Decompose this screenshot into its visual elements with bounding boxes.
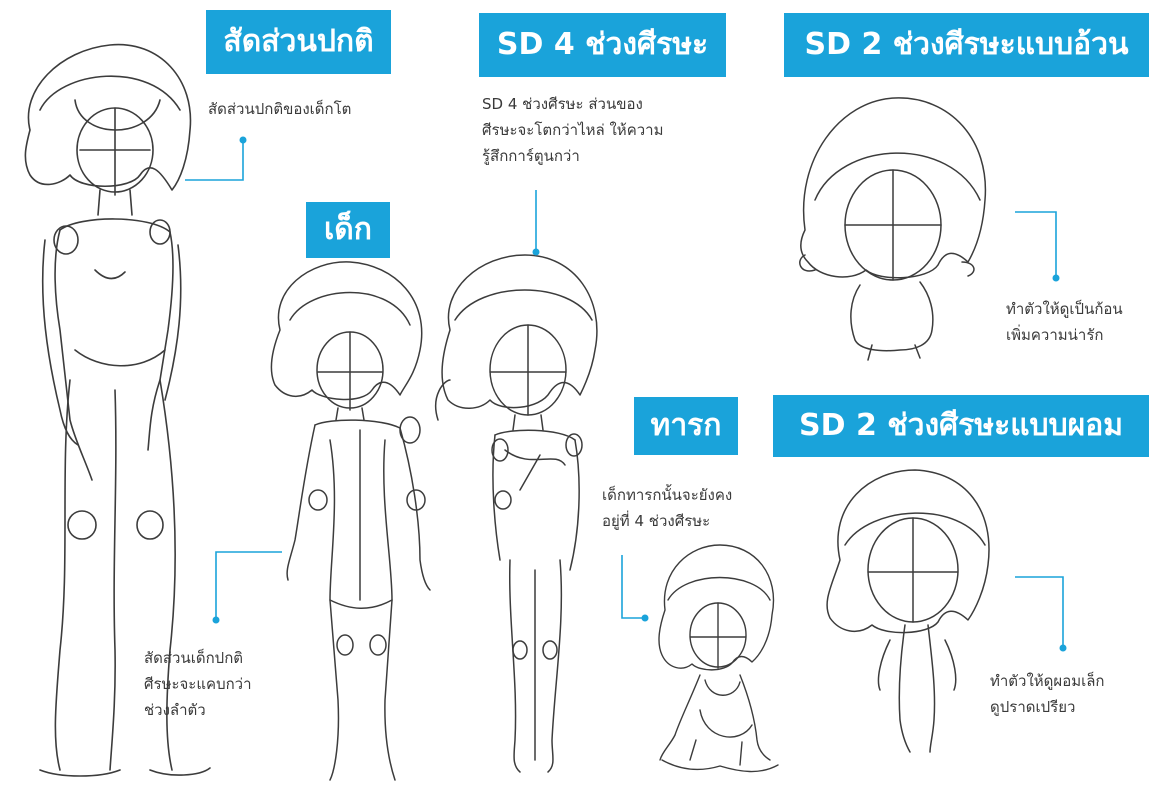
figure-sd2-fat [799, 97, 987, 361]
banner-child: เด็ก [306, 202, 390, 258]
note-child: สัดส่วนเด็กปกติ ศีรษะจะแคบกว่า ช่วงลำตัว [144, 649, 252, 719]
callout-normal [185, 136, 247, 181]
note-baby: เด็กทารกนั้นจะยังคง อยู่ที่ 4 ช่วงศีรษะ [602, 486, 733, 530]
figure-sd4 [435, 254, 598, 773]
banner-sd4: SD 4 ช่วงศีรษะ [479, 13, 726, 77]
banner-baby: ทารก [634, 397, 738, 455]
note-normal-proportion: สัดส่วนปกติของเด็กโต [208, 100, 352, 118]
callout-baby [621, 555, 649, 622]
note-sd2-fat: ทำตัวให้ดูเป็นก้อน เพิ่มความน่ารัก [1006, 300, 1123, 344]
callout-child [212, 551, 282, 624]
figure-baby [658, 544, 779, 773]
figure-sd2-slim [826, 469, 990, 753]
callout-sd2-fat [1015, 211, 1060, 282]
callout-sd4 [532, 190, 540, 256]
note-sd2-slim: ทำตัวให้ดูผอมเล็ก ดูปราดเปรียว [990, 672, 1105, 716]
banner-sd2-slim: SD 2 ช่วงศีรษะแบบผอม [773, 395, 1149, 457]
note-sd4: SD 4 ช่วงศีรษะ ส่วนของ ศีรษะจะโตกว่าไหล่… [482, 95, 664, 165]
callout-sd2-slim [1015, 576, 1067, 652]
figure-normal-proportion [24, 43, 211, 777]
banner-sd2-fat: SD 2 ช่วงศีรษะแบบอ้วน [784, 13, 1149, 77]
banner-normal-proportion: สัดส่วนปกติ [206, 10, 391, 74]
figure-child [270, 261, 431, 781]
